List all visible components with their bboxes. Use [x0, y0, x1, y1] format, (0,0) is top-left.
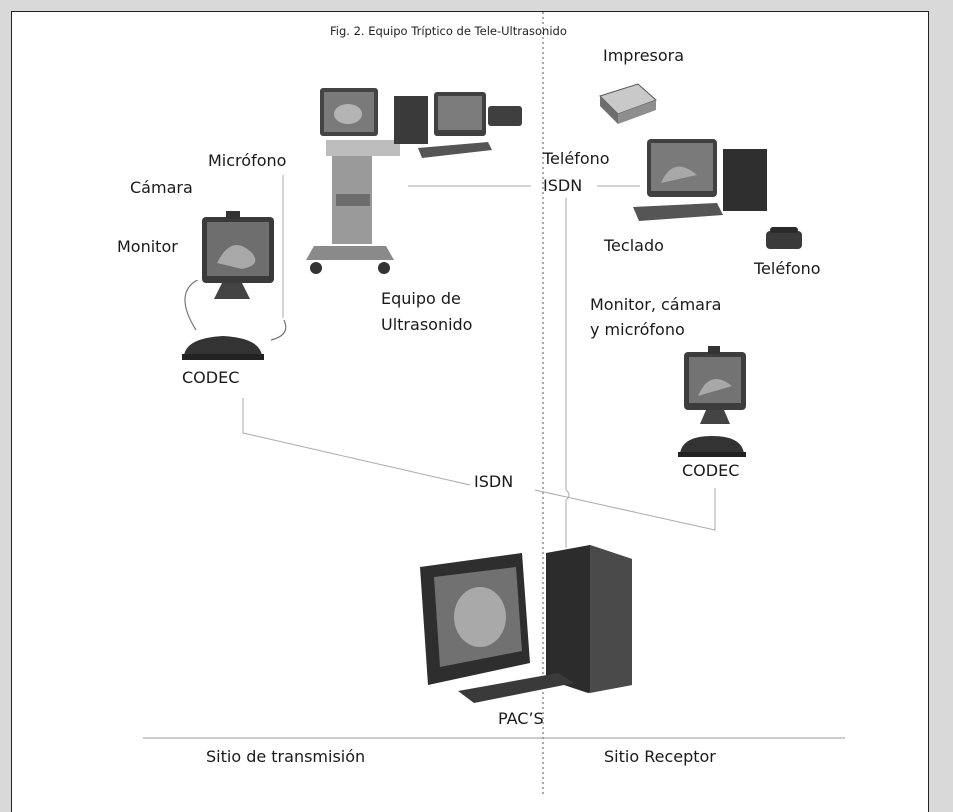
label-pacs: PAC’S: [498, 709, 544, 728]
footer-transmit-site: Sitio de transmisión: [206, 747, 366, 766]
codec-right-link: [534, 488, 716, 531]
label-monitor-camera-mic-line2: y micrófono: [590, 320, 685, 339]
label-ultrasound-line2: Ultrasonido: [381, 315, 473, 334]
label-keyboard: Teclado: [604, 236, 664, 255]
label-microphone: Micrófono: [208, 151, 287, 170]
transmit-monitor-icon: [202, 211, 274, 299]
printer-icon: [599, 83, 657, 124]
label-isdn-top: ISDN: [543, 176, 583, 195]
connection-lines: [143, 12, 845, 794]
transmit-workstation-icon: [394, 92, 522, 158]
label-printer: Impresora: [603, 46, 685, 65]
codec-left-cables: [184, 280, 287, 341]
receiver-telephone-icon: [766, 227, 802, 249]
label-codec-left: CODEC: [182, 368, 240, 387]
pacs-workstation-icon: [420, 545, 632, 703]
label-codec-right: CODEC: [682, 461, 740, 480]
label-ultrasound-line1: Equipo de: [381, 289, 461, 308]
receiver-monitor-icon: [684, 346, 746, 424]
label-monitor: Monitor: [117, 237, 178, 256]
label-telephone-top: Teléfono: [543, 149, 610, 168]
footer-receiver-site: Sitio Receptor: [604, 747, 716, 766]
ultrasound-machine-icon: [306, 88, 400, 274]
codec-left-icon: [182, 336, 264, 360]
label-monitor-camera-mic-line1: Monitor, cámara: [590, 295, 722, 314]
codec-left-link: [242, 398, 471, 486]
label-isdn-middle: ISDN: [474, 472, 514, 491]
figure-title: Fig. 2. Equipo Tríptico de Tele-Ultrason…: [330, 24, 567, 38]
label-telephone-right: Teléfono: [754, 259, 821, 278]
receiver-workstation-icon: [633, 139, 767, 221]
label-camera: Cámara: [130, 178, 193, 197]
isdn-vertical-link: [565, 198, 570, 548]
codec-right-icon: [678, 436, 746, 457]
